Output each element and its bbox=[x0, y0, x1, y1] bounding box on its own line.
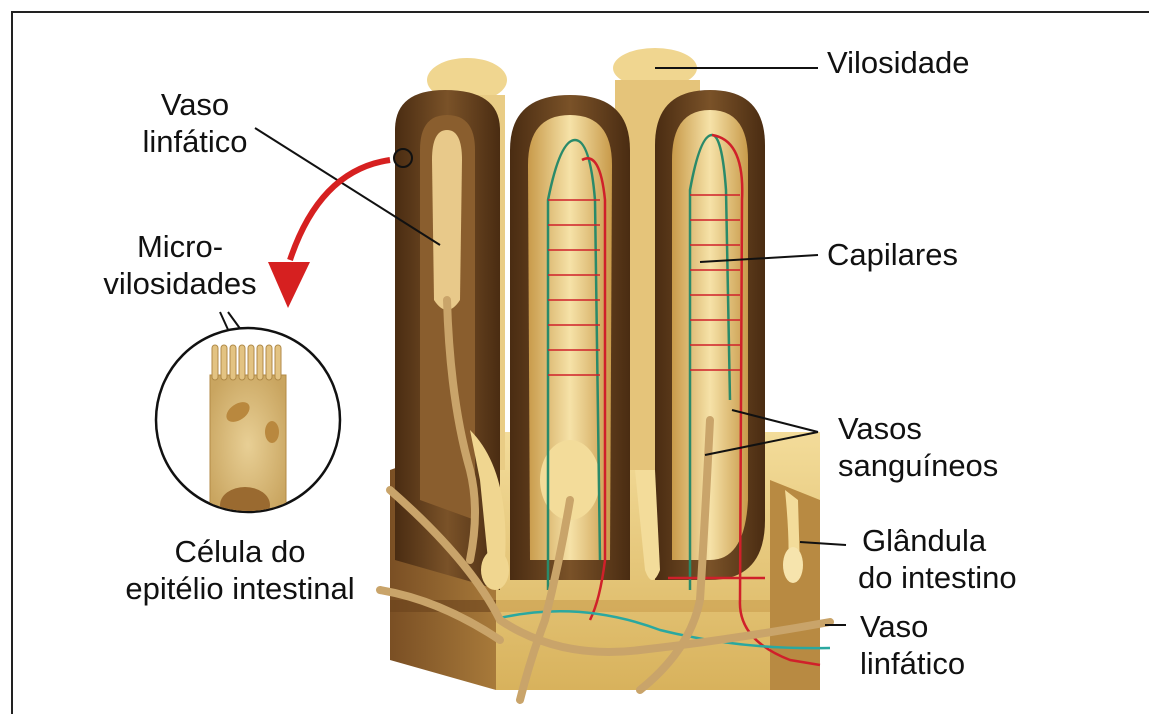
label-celula-epitelio: Célula do epitélio intestinal bbox=[90, 533, 390, 607]
label-capilares: Capilares bbox=[827, 236, 958, 273]
label-celula-line2: epitélio intestinal bbox=[90, 570, 390, 607]
label-vaso-linfatico-bottom: Vaso linfático bbox=[860, 608, 965, 682]
label-glandula-line1: Glândula bbox=[858, 522, 1017, 559]
label-microvilosidades-line2: vilosidades bbox=[80, 265, 280, 302]
label-vaso-linfatico-top-line2: linfático bbox=[130, 123, 260, 160]
label-celula-line1: Célula do bbox=[90, 533, 390, 570]
label-vaso-linfatico-top: Vaso linfático bbox=[130, 86, 260, 160]
label-microvilosidades-line1: Micro- bbox=[80, 228, 280, 265]
label-vasos-sanguineos: Vasos sanguíneos bbox=[830, 410, 1020, 484]
label-vilosidade: Vilosidade bbox=[827, 44, 969, 81]
magnify-arrow bbox=[268, 149, 412, 308]
villus-right bbox=[655, 90, 765, 580]
epithelial-cell-inset bbox=[156, 328, 340, 523]
label-vaso-linfatico-bottom-line2: linfático bbox=[860, 645, 965, 682]
label-vasos-sanguineos-line1: Vasos bbox=[830, 410, 1020, 447]
label-glandula-intestino: Glândula do intestino bbox=[858, 522, 1017, 596]
label-microvilosidades: Micro- vilosidades bbox=[80, 228, 280, 302]
label-vaso-linfatico-top-line1: Vaso bbox=[130, 86, 260, 123]
label-vaso-linfatico-bottom-line1: Vaso bbox=[860, 608, 965, 645]
label-glandula-line2: do intestino bbox=[858, 559, 1017, 596]
label-vasos-sanguineos-line2: sanguíneos bbox=[830, 447, 1020, 484]
